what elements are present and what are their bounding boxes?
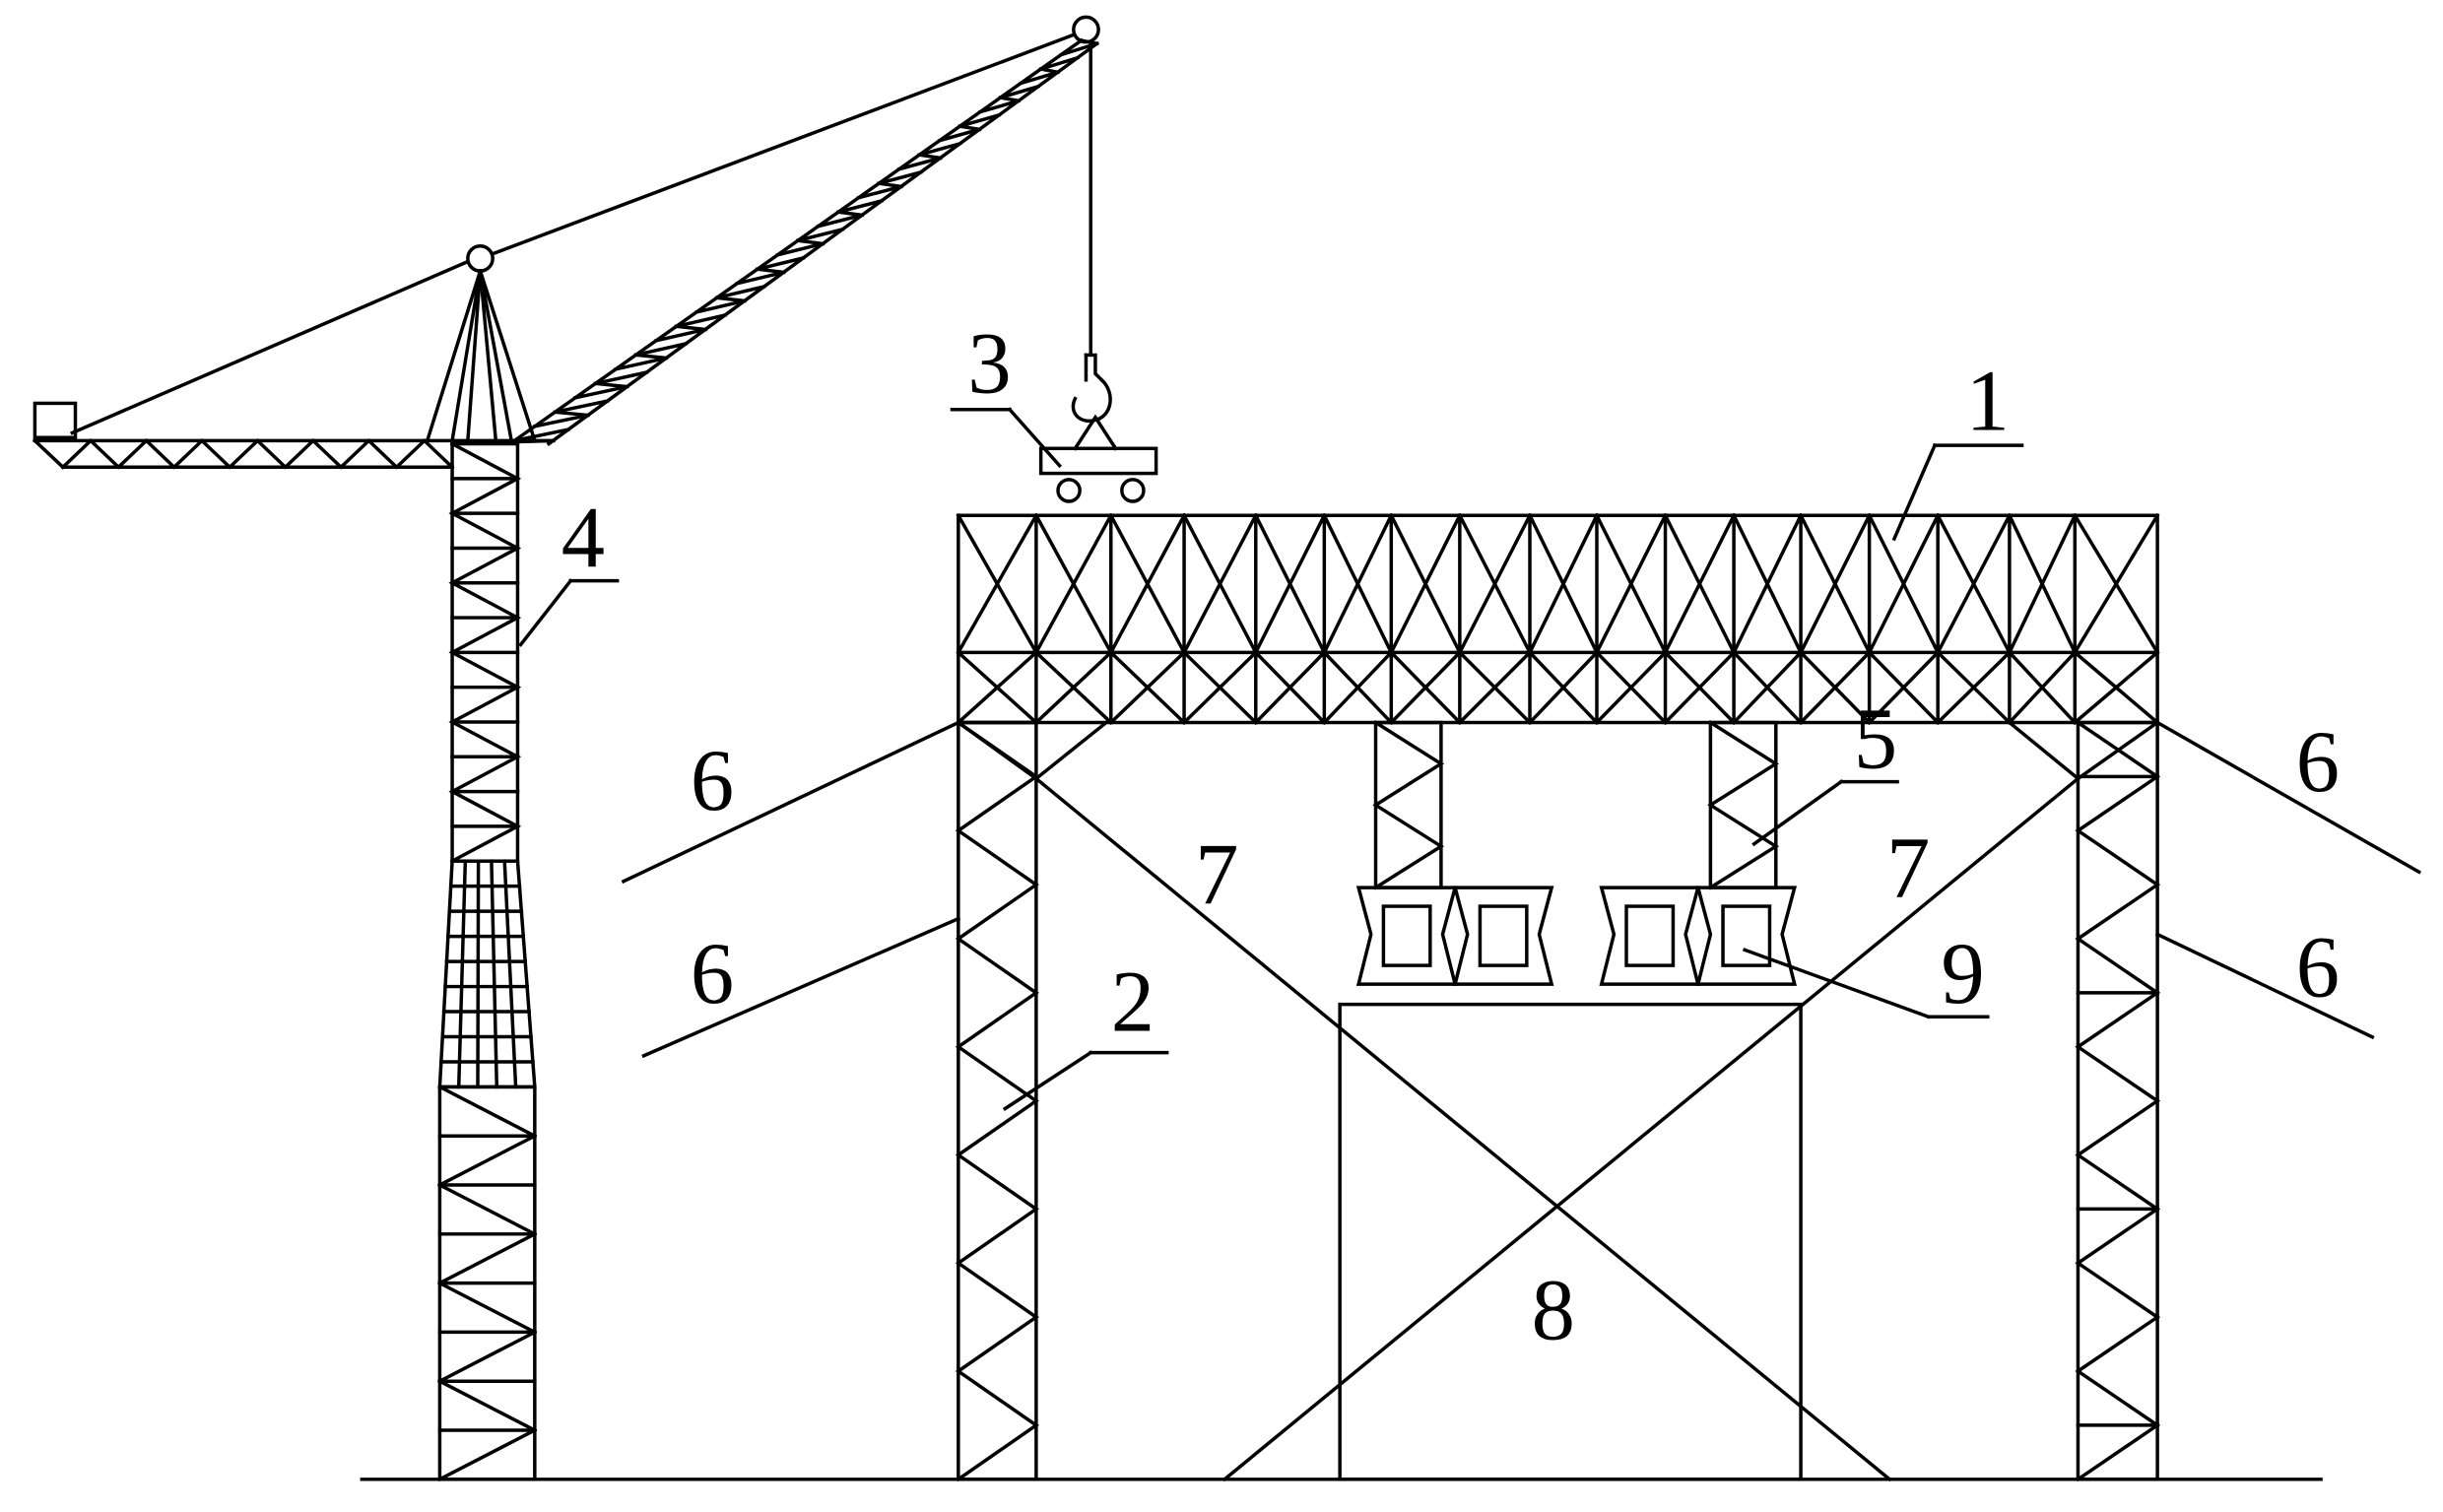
cable-winds	[621, 720, 2422, 1059]
label-4: 4	[561, 490, 605, 586]
label-6-mid-right: 6	[2296, 920, 2340, 1017]
label-7-left: 7	[1195, 826, 1238, 923]
gantry-column-left	[955, 720, 1039, 1482]
label-8: 8	[1532, 1263, 1575, 1359]
crane-boom	[511, 15, 1100, 446]
crane-hook	[1071, 39, 1112, 424]
label-6-mid-left: 6	[691, 926, 734, 1022]
label-3: 3	[967, 315, 1011, 412]
diagonal-brace-left	[956, 720, 1892, 1482]
label-7-right: 7	[1886, 821, 1930, 917]
label-9: 9	[1941, 926, 1984, 1022]
trolley	[950, 407, 1158, 503]
crane-a-frame	[70, 32, 1078, 443]
label-6-top-left: 6	[691, 733, 734, 829]
gantry-beam	[956, 512, 2160, 725]
support-frame	[1338, 1002, 1803, 1481]
crane-counter-jib	[32, 401, 556, 470]
label-5: 5	[1854, 690, 1897, 787]
girder-segment-left	[1355, 886, 1554, 986]
label-2: 2	[1111, 954, 1155, 1051]
hanger-strut-right	[1707, 720, 1780, 890]
leader-lines	[518, 442, 2024, 1111]
diagonal-brace-right	[1222, 720, 2160, 1482]
hanger-strut-left	[1372, 720, 1445, 890]
gantry-column-right	[2075, 720, 2161, 1482]
tower-crane-mast	[437, 441, 538, 1482]
label-6-top-right: 6	[2296, 714, 2340, 811]
girder-segment-right	[1599, 886, 1798, 986]
label-1: 1	[1966, 353, 2010, 449]
